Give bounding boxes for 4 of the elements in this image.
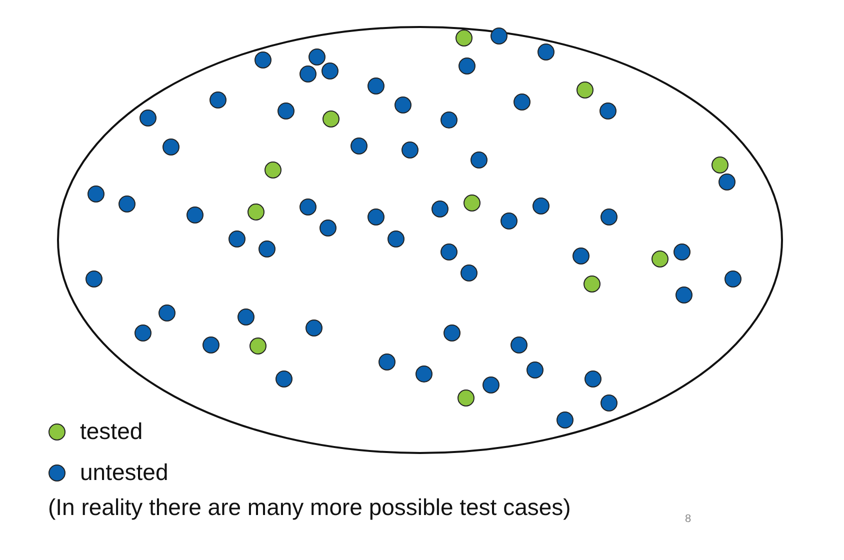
legend-label: untested bbox=[80, 459, 168, 486]
legend-label: tested bbox=[80, 418, 143, 445]
page-number: 8 bbox=[685, 513, 692, 525]
note-text: (In reality there are many more possible test cases) bbox=[48, 494, 571, 521]
